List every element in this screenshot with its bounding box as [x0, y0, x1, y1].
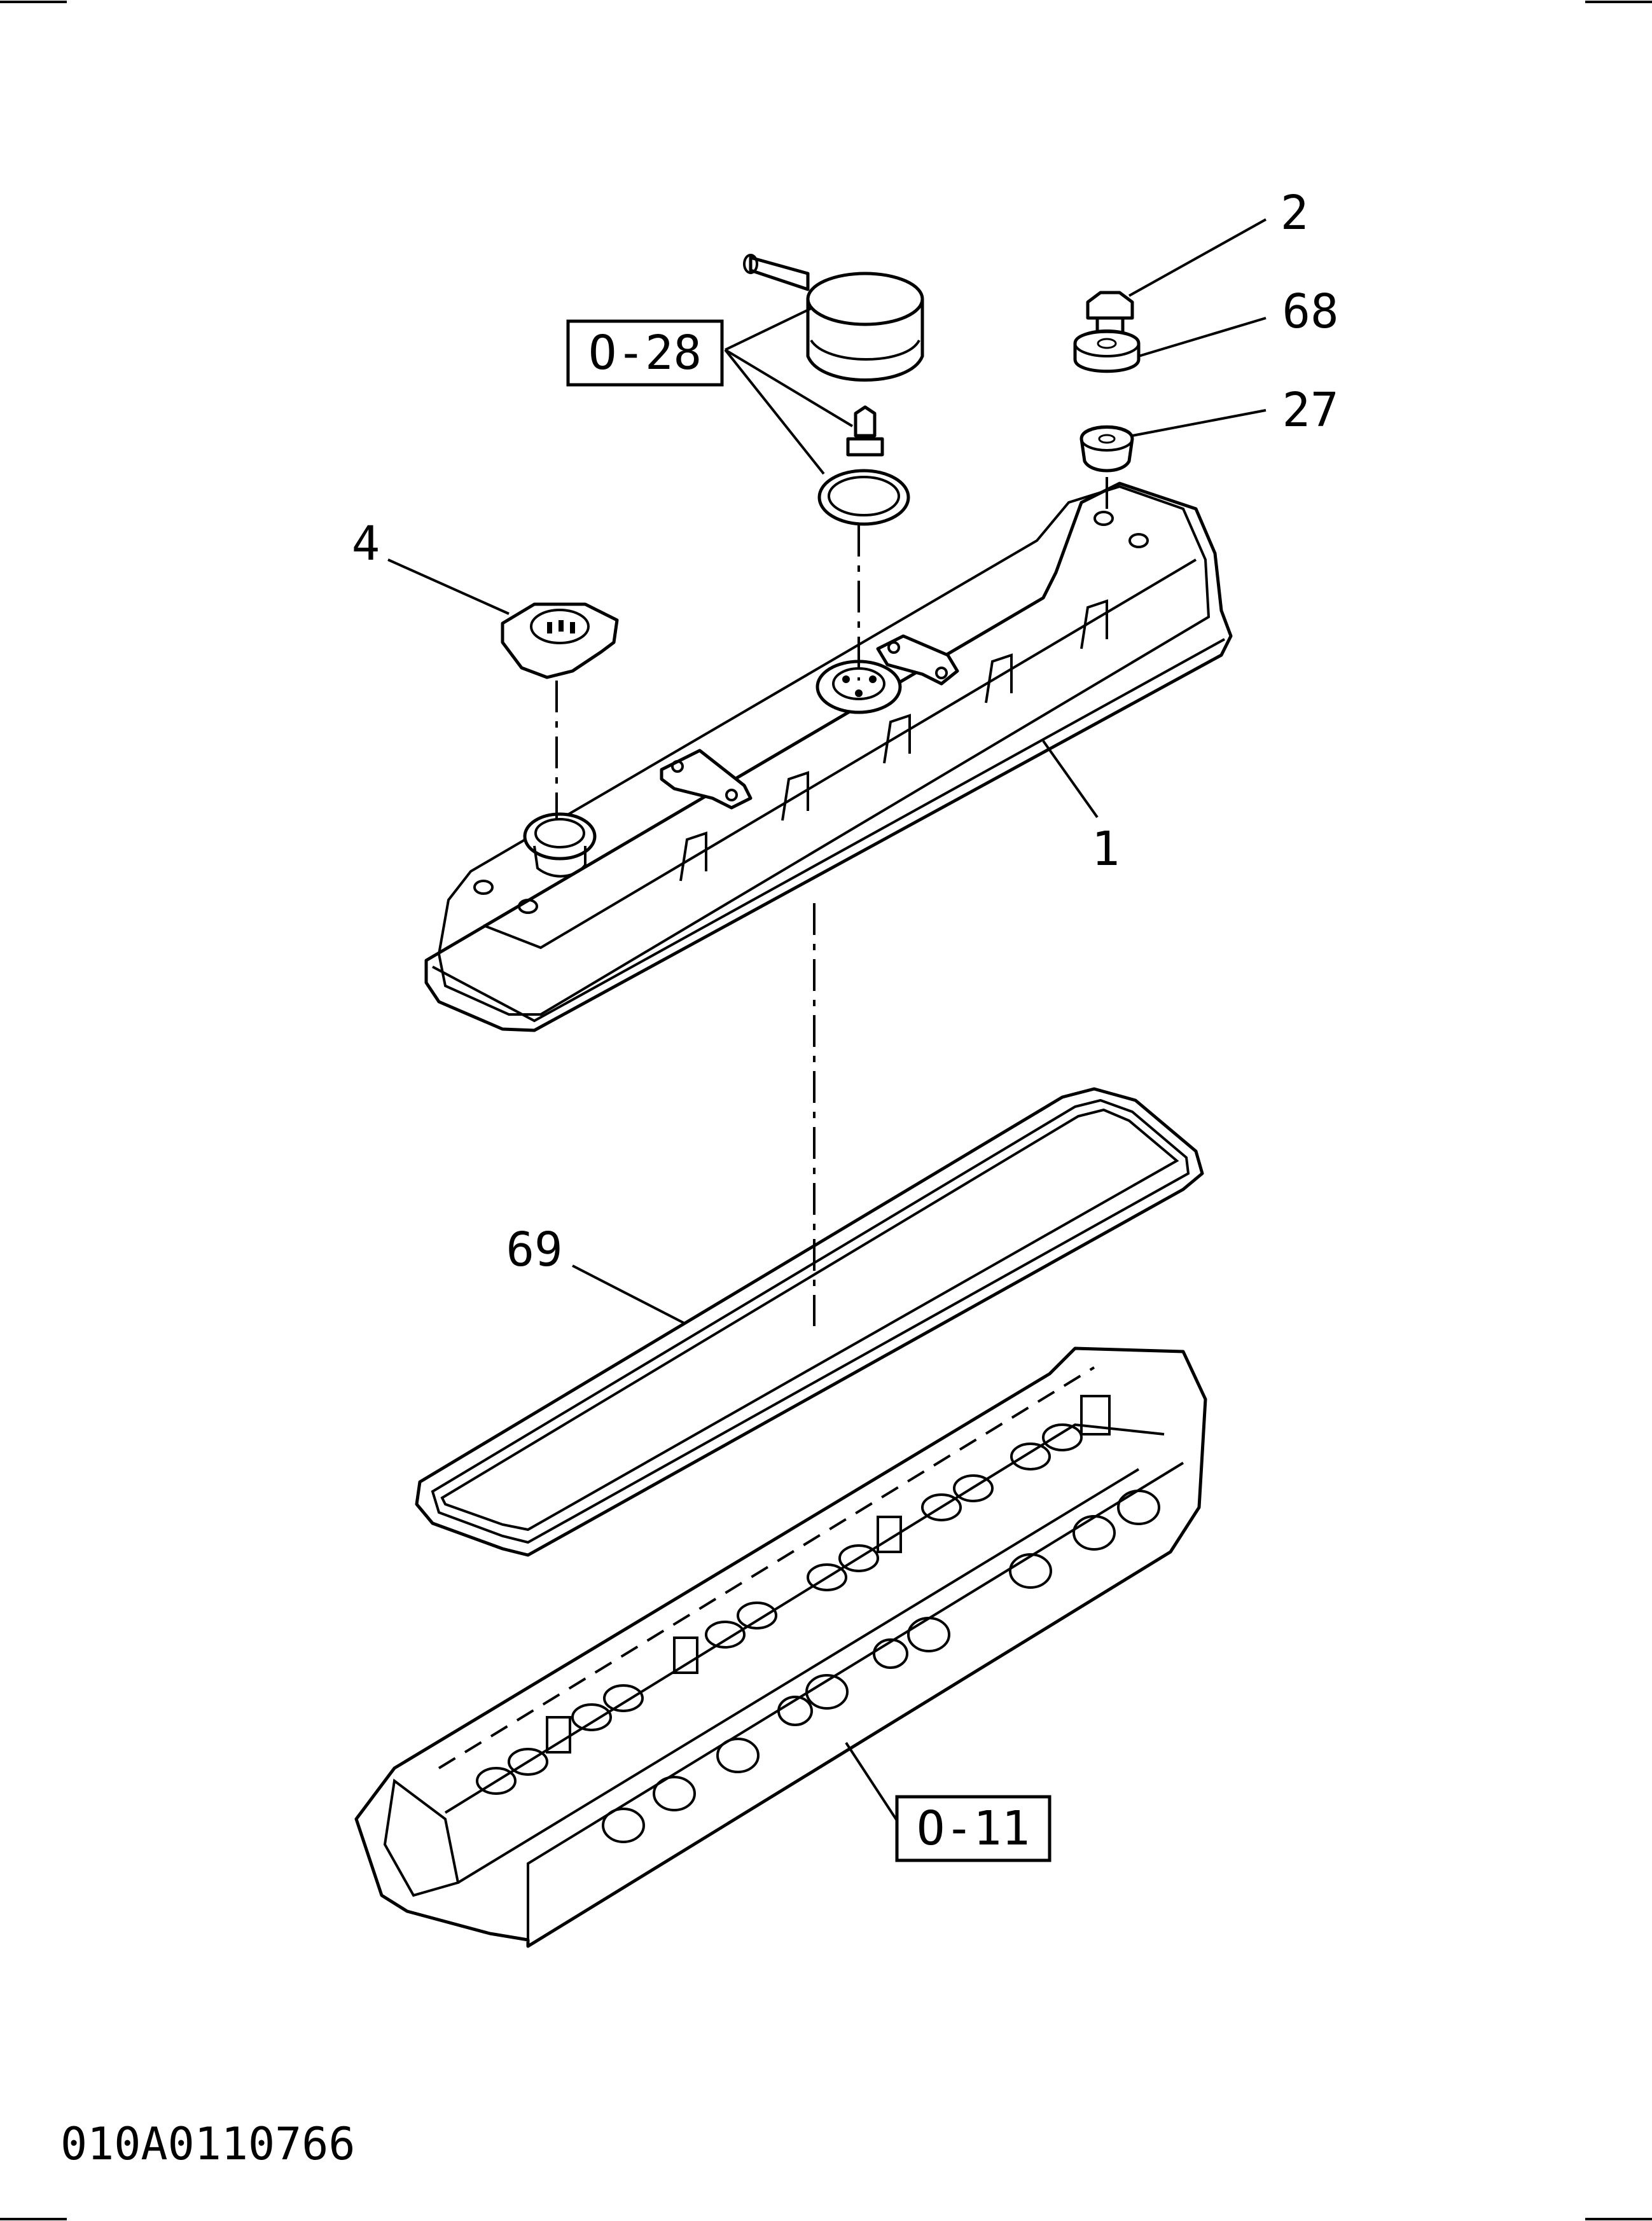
label-69: 69 [506, 1222, 562, 1277]
leader-2 [1128, 218, 1267, 297]
label-o11: O-11 [917, 1801, 1030, 1856]
ref-box-o11: O-11 [895, 1795, 1052, 1862]
leader-o11 [845, 1741, 901, 1827]
cylinder-head-cover [424, 481, 1233, 1032]
head-cover-gasket [415, 1087, 1204, 1557]
washer [1073, 329, 1141, 373]
oil-filler-cap [501, 602, 619, 679]
label-68: 68 [1282, 284, 1338, 339]
cylinder-head [354, 1346, 1207, 1948]
rubber-grommet [1079, 425, 1134, 473]
label-1: 1 [1092, 822, 1120, 876]
document-number: 010A0110766 [60, 2118, 356, 2170]
label-2: 2 [1281, 186, 1309, 240]
leader-o28 [724, 307, 854, 475]
label-27: 27 [1282, 383, 1338, 438]
breather-assembly [743, 254, 924, 526]
leader-1 [1042, 740, 1099, 819]
leader-69 [572, 1264, 684, 1324]
label-4: 4 [352, 516, 380, 571]
leader-4 [387, 558, 510, 615]
ref-box-o28: O-28 [566, 319, 724, 387]
leader-68 [1138, 317, 1267, 357]
label-o28: O-28 [588, 326, 702, 380]
leader-27 [1132, 409, 1267, 437]
